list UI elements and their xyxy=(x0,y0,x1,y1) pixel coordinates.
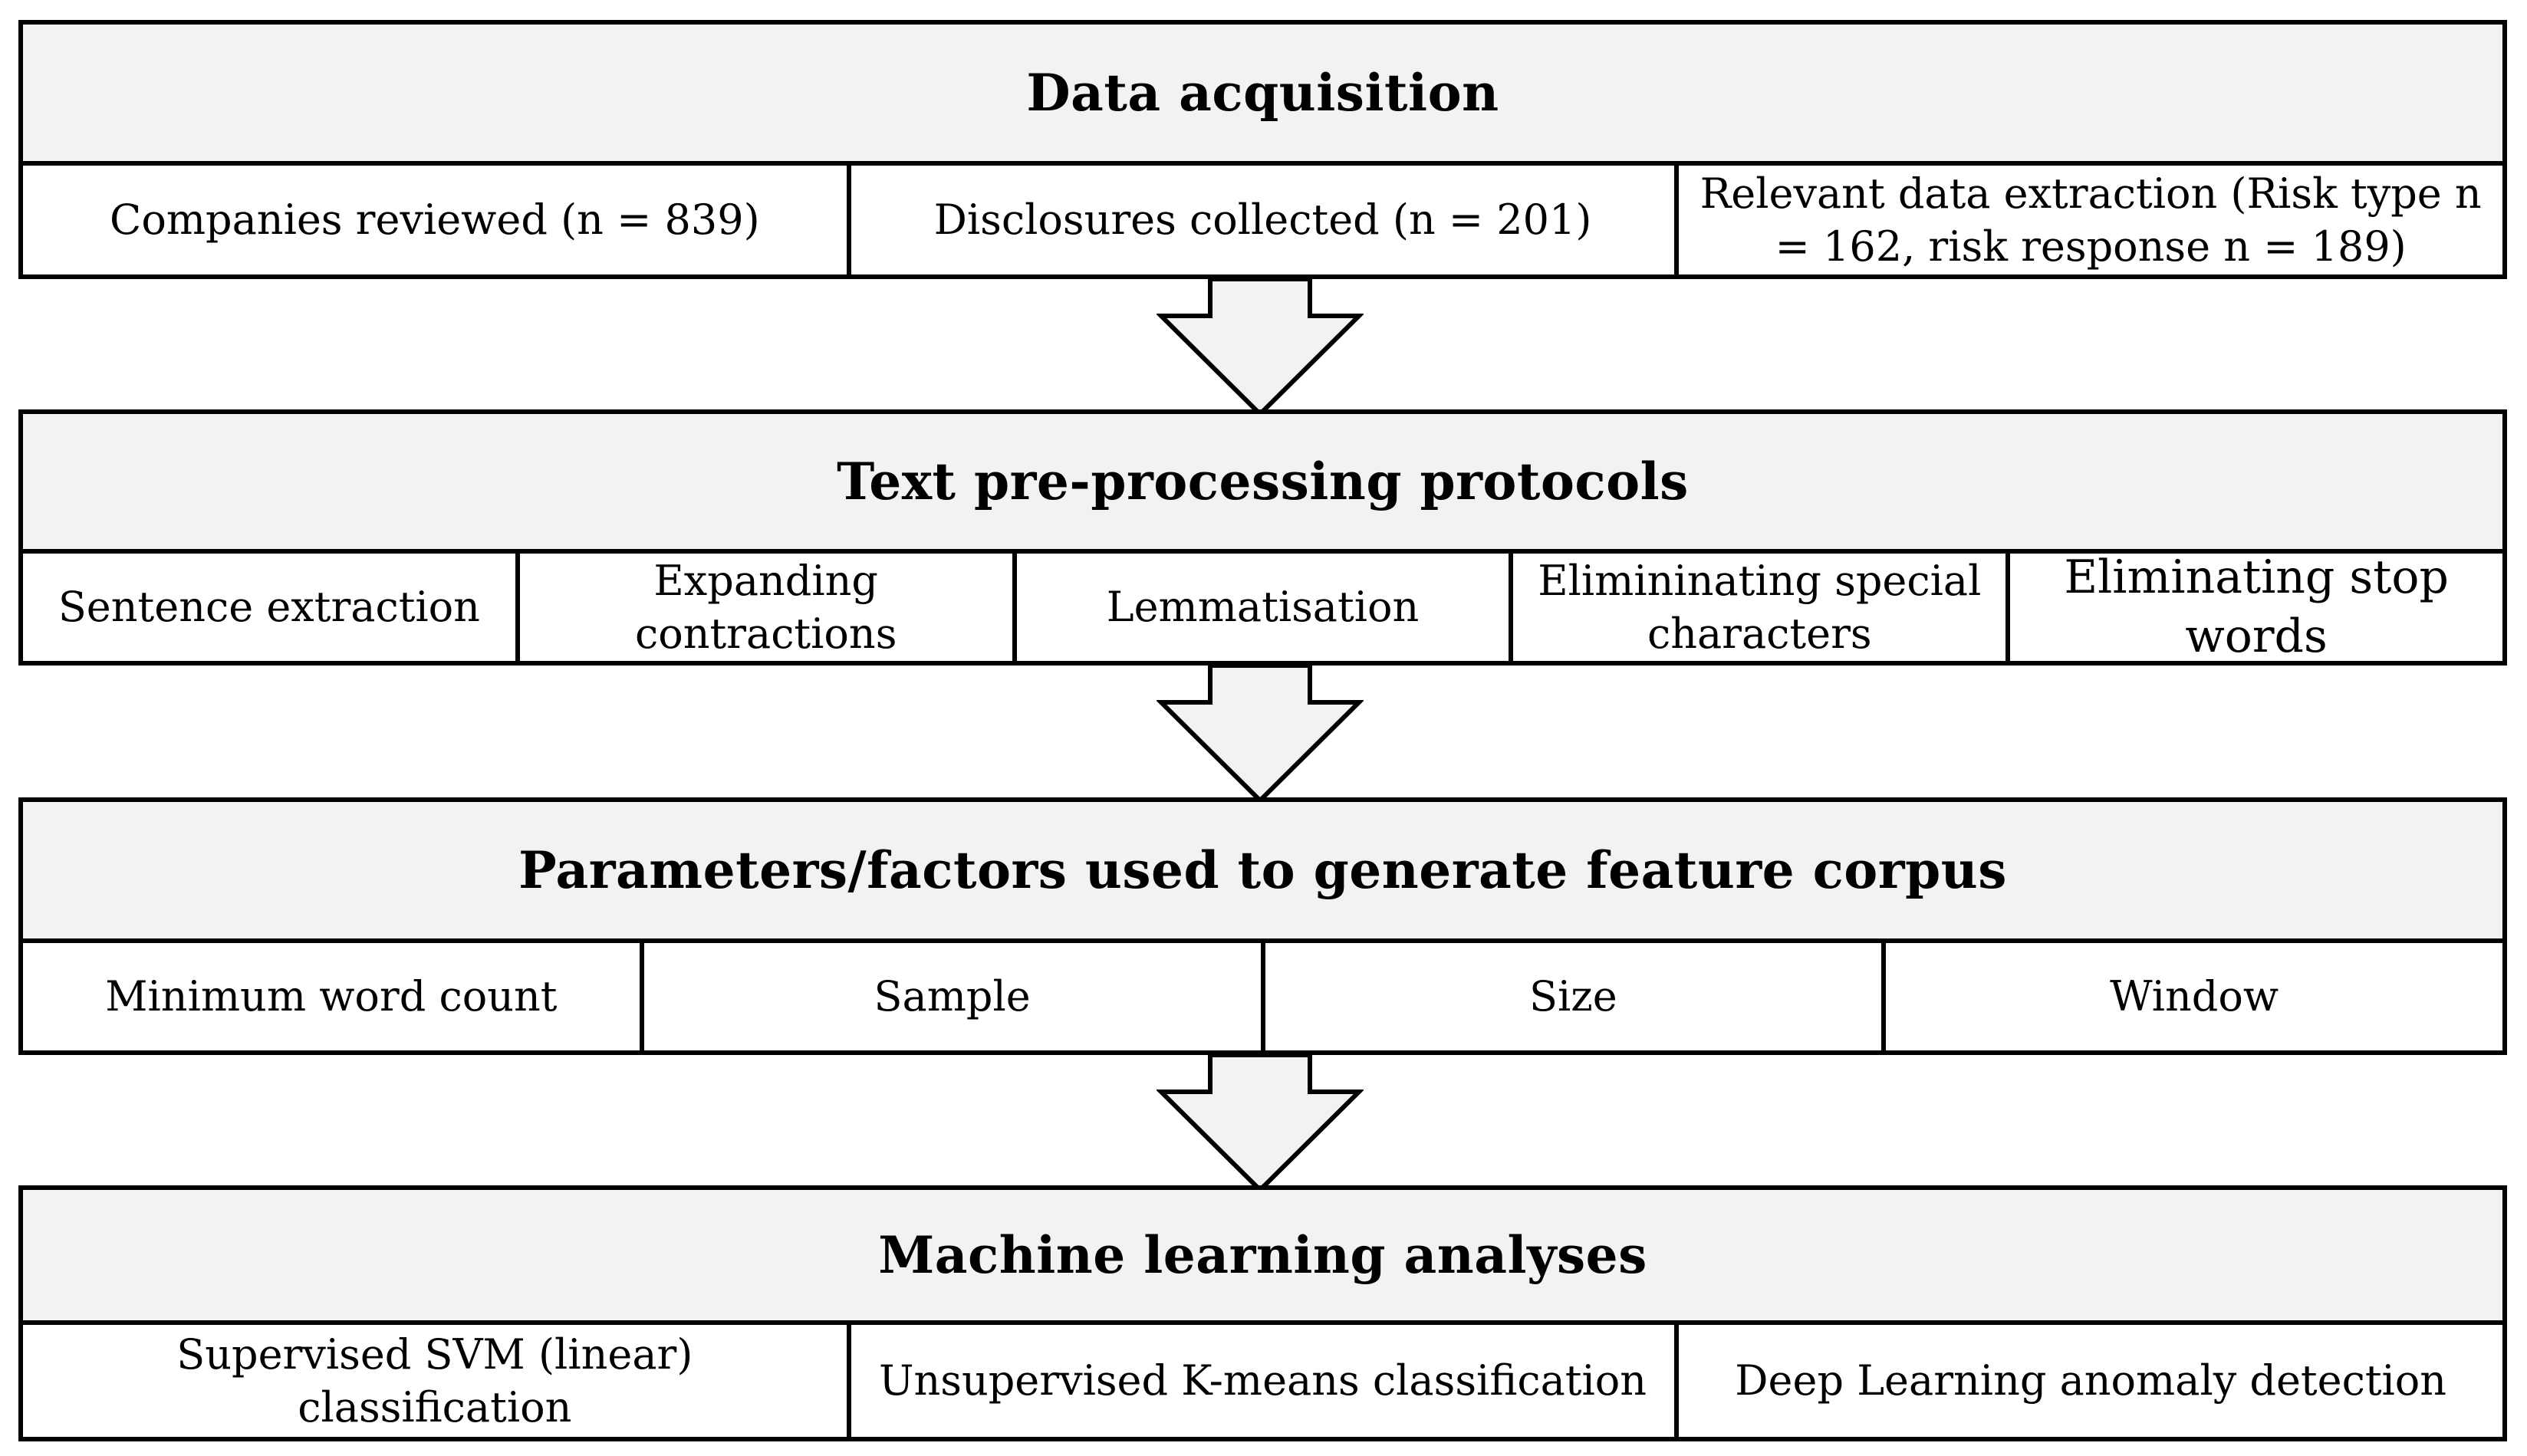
stage-item-disclosures-collected: Disclosures collected (n = 201) xyxy=(846,166,1675,274)
stage-items-row: Sentence extraction Expanding contractio… xyxy=(23,551,2502,663)
stage-item-relevant-data-extraction: Relevant data extraction (Risk type n = … xyxy=(1674,166,2502,274)
stage-text-preprocessing: Text pre-processing protocols Sentence e… xyxy=(18,409,2507,666)
stage-item-companies-reviewed: Companies reviewed (n = 839) xyxy=(110,196,760,245)
stage-items-row: Companies reviewed (n = 839) Disclosures… xyxy=(23,166,2502,274)
stage-data-acquisition: Data acquisition Companies reviewed (n =… xyxy=(18,20,2507,279)
stage-item-minimum-word-count: Minimum word count xyxy=(105,972,558,1021)
stage-item-sample: Sample xyxy=(639,943,1261,1050)
stage-title: Machine learning analyses xyxy=(23,1190,2502,1325)
stage-item-size: Size xyxy=(1260,943,1882,1050)
stage-machine-learning-analyses: Machine learning analyses Supervised SVM… xyxy=(18,1185,2507,1441)
stage-title: Data acquisition xyxy=(23,25,2502,166)
stage-item-expanding-contractions: Expanding contractions xyxy=(515,554,1012,661)
stage-item-supervised-svm: Supervised SVM (linear) classification xyxy=(176,1329,693,1431)
flow-arrow-down-icon xyxy=(1157,1055,1364,1193)
flow-arrow-down-icon xyxy=(1157,666,1364,804)
stage-feature-corpus-parameters: Parameters/factors used to generate feat… xyxy=(18,797,2507,1055)
stage-item-eliminating-stop-words: Eliminating stop words xyxy=(2005,551,2502,663)
stage-item-sentence-extraction: Sentence extraction xyxy=(58,583,480,632)
stage-item-window: Window xyxy=(1881,943,2502,1050)
stage-title: Text pre-processing protocols xyxy=(23,414,2502,554)
flow-arrow-down-icon xyxy=(1157,279,1364,417)
stage-item-deep-learning-anomaly: Deep Learning anomaly detection xyxy=(1674,1325,2502,1437)
stage-title: Parameters/factors used to generate feat… xyxy=(23,802,2502,943)
stage-item-unsupervised-kmeans: Unsupervised K-means classification xyxy=(846,1325,1675,1437)
stage-item-lemmatisation: Lemmatisation xyxy=(1012,554,1509,661)
stage-items-row: Supervised SVM (linear) classification U… xyxy=(23,1325,2502,1437)
stage-item-eliminating-special-characters: Elimininating special characters xyxy=(1509,554,2005,661)
stage-items-row: Minimum word count Sample Size Window xyxy=(23,943,2502,1050)
